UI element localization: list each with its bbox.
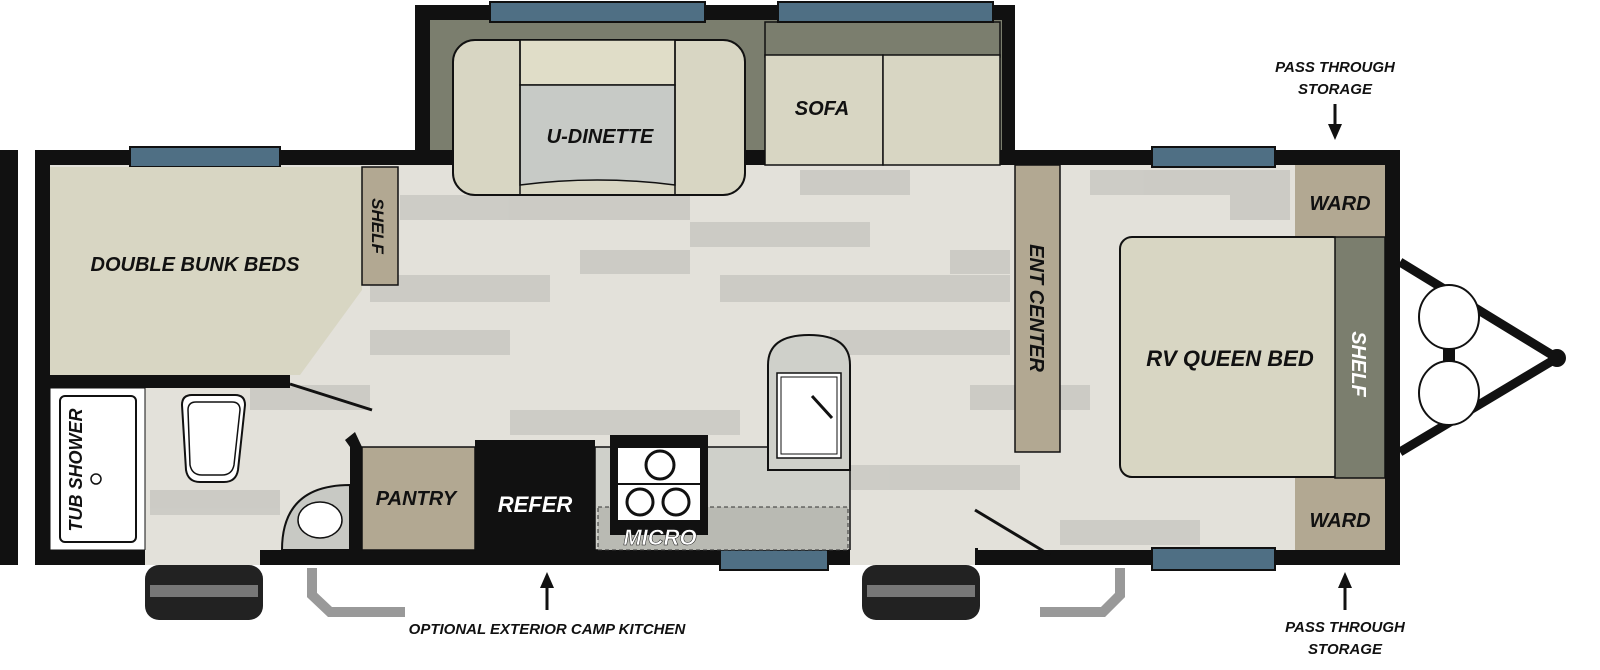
bed-shelf: [1334, 236, 1386, 479]
pass-through-top-line2: STORAGE: [1298, 81, 1373, 98]
window: [777, 1, 994, 23]
refer-label: REFER: [498, 492, 573, 517]
pass-through-bottom-line1: PASS THROUGH: [1285, 619, 1406, 636]
pass-through-bottom-line2: STORAGE: [1308, 641, 1383, 658]
entry-step: [1040, 568, 1125, 617]
refrigerator: [475, 440, 595, 550]
window: [129, 146, 281, 168]
sofa-label: SOFA: [795, 98, 849, 120]
floor-planks: [150, 170, 1290, 545]
propane-tank: [1418, 360, 1480, 426]
window: [489, 1, 706, 23]
double-bunk-beds-label: DOUBLE BUNK BEDS: [91, 254, 301, 276]
rear-bumper: [0, 150, 18, 565]
double-bunk-beds: [50, 167, 362, 375]
window: [719, 547, 829, 571]
arrow-up-icon: [540, 572, 554, 610]
bunk-shelf: [361, 166, 399, 286]
bunk-shelf-label: SHELF: [368, 198, 387, 254]
entry-door: [974, 508, 1051, 557]
pass-through-top-line1: PASS THROUGH: [1275, 59, 1396, 76]
stove: [610, 435, 708, 535]
windows: [129, 1, 1276, 571]
bathroom-sink: [280, 483, 351, 551]
micro-label: MICRO: [623, 525, 696, 550]
ent-center-label: ENT CENTER: [1025, 244, 1047, 372]
tub-shower-label: TUB SHOWER: [66, 409, 86, 532]
annotations: PASS THROUGH STORAGE PASS THROUGH STORAG…: [409, 59, 1406, 658]
sofa: SOFA: [764, 21, 1001, 166]
window: [1151, 146, 1276, 168]
pantry-label: PANTRY: [376, 488, 458, 510]
arrow-down-icon: [1328, 104, 1342, 140]
propane-tank: [1418, 284, 1480, 350]
hitch: [1397, 258, 1566, 456]
wheels: [145, 565, 980, 620]
camp-kitchen-label: OPTIONAL EXTERIOR CAMP KITCHEN: [409, 621, 687, 638]
rv-queen-bed-label: RV QUEEN BED: [1146, 346, 1314, 371]
ward-top-label: WARD: [1309, 193, 1370, 215]
ward-bottom: [1295, 478, 1385, 550]
ent-center: [1014, 164, 1061, 453]
bed-shelf-label: SHELF: [1347, 331, 1369, 397]
u-dinette: U-DINETTE: [452, 39, 746, 196]
toilet: [180, 394, 247, 483]
ward-bottom-label: WARD: [1309, 510, 1370, 532]
bunk-door: [289, 382, 373, 412]
u-dinette-label: U-DINETTE: [547, 126, 654, 148]
interior-wall: [35, 375, 290, 388]
window: [1151, 547, 1276, 571]
bath-wall: [350, 447, 362, 550]
kitchen-sink: [767, 333, 851, 471]
entry-step: [307, 568, 405, 617]
arrow-up-icon: [1338, 572, 1352, 610]
ward-top: [1295, 165, 1385, 237]
